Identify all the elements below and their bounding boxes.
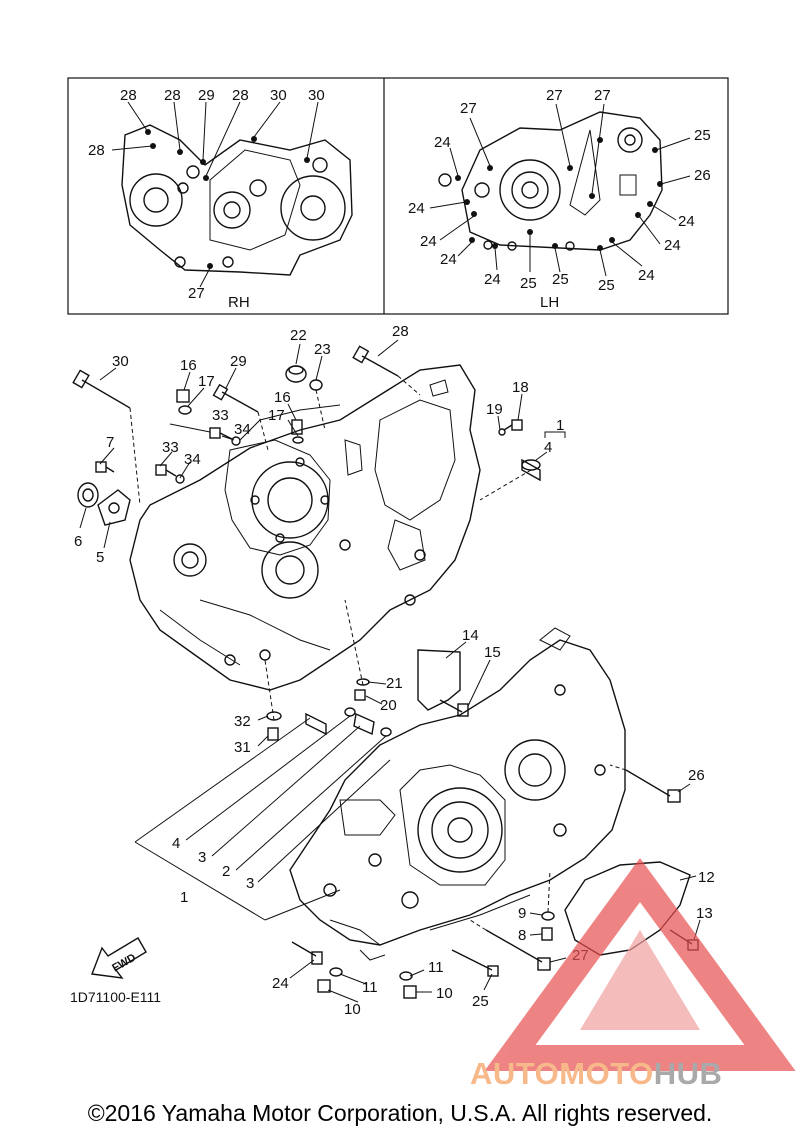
- inset-panels: [67, 77, 729, 315]
- watermark-text: AUTOMOTOHUB: [470, 1056, 800, 1096]
- rh-callout: 27: [188, 285, 205, 302]
- callout: 26: [688, 767, 705, 784]
- lh-callout: 24: [440, 251, 457, 268]
- lh-case-sketch: [438, 111, 663, 251]
- callout: 33: [212, 407, 229, 424]
- callout: 32: [234, 713, 251, 730]
- callout: 8: [518, 927, 526, 944]
- lh-callout: 24: [420, 233, 437, 250]
- lh-leaders: [429, 103, 691, 277]
- lh-callout: 24: [638, 267, 655, 284]
- fwd-label: FWD: [110, 952, 138, 975]
- lh-callout: 24: [664, 237, 681, 254]
- callout: 34: [234, 421, 251, 438]
- lh-callout: 27: [546, 87, 563, 104]
- callout: 16: [274, 389, 291, 406]
- watermark-logo: [484, 857, 796, 1071]
- rh-callout: 28: [120, 87, 137, 104]
- callout: 11: [428, 959, 444, 976]
- callout: 5: [96, 549, 104, 566]
- callout: 7: [106, 434, 114, 451]
- lh-callout: 25: [520, 275, 537, 292]
- callout: 19: [486, 401, 503, 418]
- callout: 18: [512, 379, 529, 396]
- rh-callout: 30: [308, 87, 325, 104]
- callout: 24: [272, 975, 289, 992]
- lh-title: LH: [540, 294, 559, 311]
- lh-callout: 25: [694, 127, 711, 144]
- callout: 14: [462, 627, 479, 644]
- callout: 28: [392, 323, 409, 340]
- callout: 20: [380, 697, 397, 714]
- callout: 30: [112, 353, 129, 370]
- diagram-code: 1D71100-E111: [70, 989, 161, 1005]
- fwd-arrow: FWD: [91, 937, 147, 979]
- copyright-notice: ©2016 Yamaha Motor Corporation, U.S.A. A…: [87, 1100, 713, 1126]
- rh-callout-labels: 28 28 29 28 30 30 28 27 RH: [88, 87, 325, 311]
- alignment-lines: [129, 375, 627, 931]
- callout: 21: [386, 675, 403, 692]
- rh-callout: 28: [232, 87, 249, 104]
- callout: 1: [180, 889, 188, 906]
- rh-callout: 29: [198, 87, 215, 104]
- callout: 34: [184, 451, 201, 468]
- rh-case-sketch: [121, 124, 353, 276]
- rh-callout: 28: [164, 87, 181, 104]
- right-crankcase-half: [129, 364, 481, 691]
- callout: 3: [198, 849, 206, 866]
- callout: 3: [246, 875, 254, 892]
- lh-callout: 25: [552, 271, 569, 288]
- callout: 2: [222, 863, 230, 880]
- bracket-14: [417, 649, 461, 711]
- lh-callout: 24: [678, 213, 695, 230]
- callout: 31: [234, 739, 251, 756]
- callout: 6: [74, 533, 82, 550]
- lh-callout: 24: [484, 271, 501, 288]
- callout: 11: [362, 979, 378, 996]
- callout: 25: [472, 993, 489, 1010]
- lh-callout: 24: [434, 134, 451, 151]
- crankcase-exploded-diagram: 28 28 29 28 30 30 28 27 RH: [67, 77, 796, 1071]
- rh-leaders: [111, 101, 319, 288]
- callout: 12: [698, 869, 715, 886]
- lh-callout: 26: [694, 167, 711, 184]
- callout: 10: [344, 1001, 361, 1018]
- left-crankcase-half: [289, 627, 626, 961]
- lh-callout: 25: [598, 277, 615, 294]
- callout: 10: [436, 985, 453, 1002]
- callout: 9: [518, 905, 526, 922]
- rh-callout: 28: [88, 142, 105, 159]
- callout: 33: [162, 439, 179, 456]
- callout: 16: [180, 357, 197, 374]
- lh-callout-labels: 27 27 27 25 24 26 24 24 24 24 24 24 25 2…: [408, 87, 711, 311]
- rh-title: RH: [228, 294, 250, 311]
- watermark-part2: HUB: [653, 1056, 723, 1091]
- callout: 1: [556, 417, 564, 434]
- watermark-part1: AUTOMOTO: [470, 1056, 654, 1091]
- callout: 4: [544, 439, 552, 456]
- lh-callout: 24: [408, 200, 425, 217]
- callout: 4: [172, 835, 180, 852]
- inset-frame: [67, 77, 729, 315]
- callout: 29: [230, 353, 247, 370]
- lh-callout: 27: [460, 100, 477, 117]
- callout: 15: [484, 644, 501, 661]
- callout: 22: [290, 327, 307, 344]
- callout: 17: [198, 373, 215, 390]
- callout: 17: [268, 407, 285, 424]
- callout: 13: [696, 905, 713, 922]
- lh-callout: 27: [594, 87, 611, 104]
- rh-callout: 30: [270, 87, 287, 104]
- callout: 23: [314, 341, 331, 358]
